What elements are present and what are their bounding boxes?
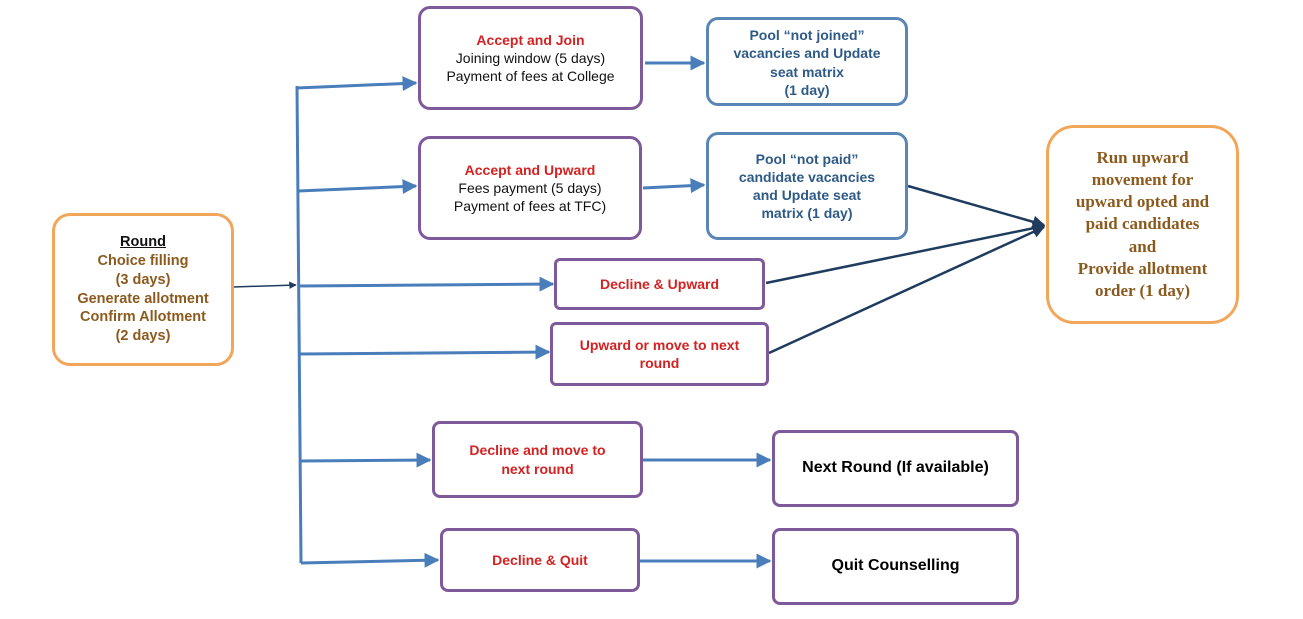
round-box: Round Choice filling (3 days) Generate a… xyxy=(52,213,234,366)
pool-not-paid-to-run-upward-arrow xyxy=(907,184,1046,228)
accept-join-line: Payment of fees at College xyxy=(446,68,615,85)
round-line: (3 days) xyxy=(115,271,171,288)
accept-upward-box: Accept and Upward Fees payment (5 days) … xyxy=(418,136,642,240)
round-heading: Round xyxy=(120,233,166,250)
accept-upward-line: Fees payment (5 days) xyxy=(458,179,602,196)
pool-not-joined-line: Pool “not joined” xyxy=(749,27,865,44)
round-line: Confirm Allotment xyxy=(80,309,206,326)
run-upward-line: Provide allotment xyxy=(1077,258,1208,278)
decline-next-line: Decline and move to xyxy=(469,442,606,459)
accept-upward-to-pool-arrow xyxy=(642,178,706,194)
pool-not-joined-line: seat matrix xyxy=(770,63,844,80)
pool-not-joined-line: vacancies and Update xyxy=(733,45,881,62)
accept-join-box: Accept and Join Joining window (5 days) … xyxy=(418,6,643,110)
run-upward-line: Run upward xyxy=(1096,148,1189,168)
round-line: Choice filling xyxy=(97,252,189,269)
upward-next-line: Upward or move to next xyxy=(579,336,740,353)
run-upward-line: order (1 day) xyxy=(1094,280,1191,300)
decline-quit-box: Decline & Quit xyxy=(440,528,640,592)
pool-not-paid-line: candidate vacancies xyxy=(738,168,876,185)
decline-quit-title: Decline & Quit xyxy=(492,551,588,568)
branch-decline-next-arrow xyxy=(299,452,432,468)
upward-next-to-run-upward-arrow xyxy=(768,225,1046,355)
pool-not-paid-line: and Update seat xyxy=(752,187,862,203)
accept-join-line: Joining window (5 days) xyxy=(455,49,606,66)
branch-accept-upward-arrow xyxy=(297,179,418,195)
run-upward-line: upward opted and xyxy=(1075,192,1210,212)
decline-upward-box: Decline & Upward xyxy=(554,258,765,310)
branch-accept-join-arrow xyxy=(296,76,418,92)
pool-not-paid-line: matrix (1 day) xyxy=(761,205,853,222)
run-upward-line: paid candidates xyxy=(1085,214,1200,234)
decline-next-line: next round xyxy=(501,460,574,477)
trunk-line xyxy=(295,85,303,564)
next-round-title: Next Round (If available) xyxy=(802,459,989,477)
next-round-box: Next Round (If available) xyxy=(772,430,1019,507)
upward-next-line: round xyxy=(639,355,680,371)
run-upward-box: Run upward movement for upward opted and… xyxy=(1046,125,1239,324)
run-upward-line: movement for xyxy=(1091,170,1194,190)
decline-upward-to-run-upward-arrow xyxy=(765,222,1046,285)
decline-next-box: Decline and move to next round xyxy=(432,421,643,498)
pool-not-joined-line: (1 day) xyxy=(784,81,830,98)
branch-upward-next-arrow xyxy=(298,344,551,360)
branch-decline-quit-arrow xyxy=(300,552,440,568)
pool-not-joined-box: Pool “not joined” vacancies and Update s… xyxy=(706,17,908,106)
pool-not-paid-box: Pool “not paid” candidate vacancies and … xyxy=(706,132,908,240)
quit-counselling-box: Quit Counselling xyxy=(772,528,1019,605)
accept-upward-line: Payment of fees at TFC) xyxy=(453,198,607,215)
round-line: Generate allotment xyxy=(77,290,209,307)
decline-upward-title: Decline & Upward xyxy=(599,275,720,292)
round-to-trunk-arrow xyxy=(232,281,297,289)
round-line: (2 days) xyxy=(115,328,171,345)
run-upward-line: and xyxy=(1128,236,1157,256)
accept-join-title: Accept and Join xyxy=(476,31,585,48)
quit-counselling-title: Quit Counselling xyxy=(831,557,960,575)
accept-upward-title: Accept and Upward xyxy=(464,161,596,178)
pool-not-paid-line: Pool “not paid” xyxy=(755,150,859,167)
upward-next-box: Upward or move to next round xyxy=(550,322,769,386)
branch-decline-upward-arrow xyxy=(298,276,555,292)
